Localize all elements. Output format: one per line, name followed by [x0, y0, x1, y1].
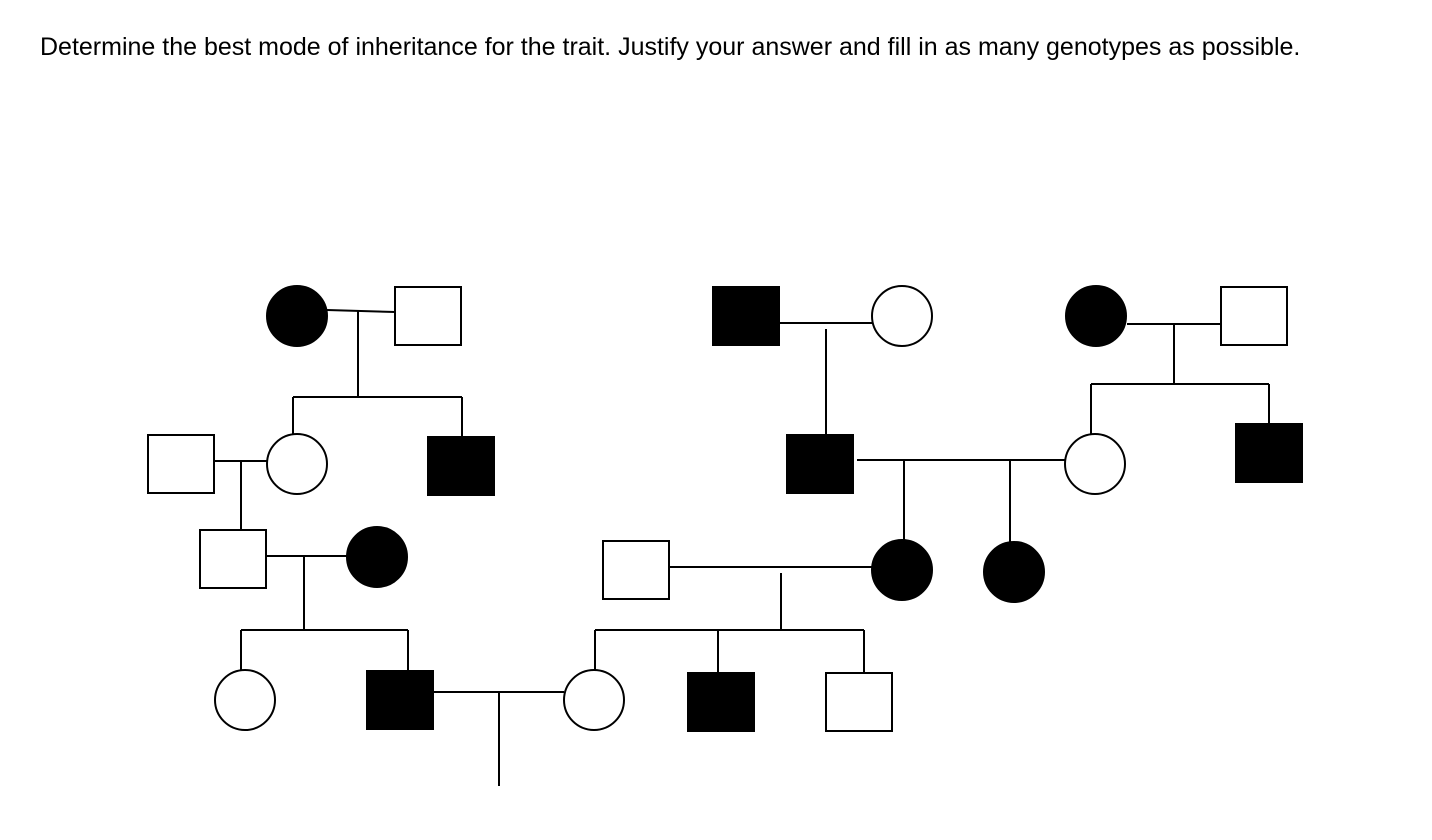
f4-daughter-1-affected-female-symbol	[871, 539, 933, 601]
f3-father-unaffected-male-symbol	[1220, 286, 1288, 346]
f2-grandfather-affected-male-symbol	[712, 286, 780, 346]
f1-great-grandson-affected-male-symbol	[366, 670, 434, 730]
f3-son-affected-male-symbol	[1235, 423, 1303, 483]
f3-mother-affected-female-symbol	[1065, 285, 1127, 347]
question-text: Determine the best mode of inheritance f…	[40, 33, 1301, 61]
pedigree-symbols	[147, 285, 1303, 732]
f1-father-unaffected-male-symbol	[394, 286, 462, 346]
f2-son-affected-male-symbol	[786, 434, 854, 494]
f1-grandson-unaffected-male-symbol	[199, 529, 267, 589]
f5-daughter-unaffected-female-symbol	[563, 669, 625, 731]
f1-mother-affected-female-symbol	[266, 285, 328, 347]
f5-husband-unaffected-male-symbol	[602, 540, 670, 600]
pedigree-line-0	[326, 309, 396, 313]
f5-son-unaffected-unaffected-male-symbol	[825, 672, 893, 732]
f2-grandmother-unaffected-female-symbol	[871, 285, 933, 347]
f4-daughter-2-affected-female-symbol	[983, 541, 1045, 603]
f1-son-affected-male-symbol	[427, 436, 495, 496]
f3-daughter-unaffected-female-symbol	[1064, 433, 1126, 495]
pedigree-lines	[214, 309, 1270, 786]
f1-son-in-law-unaffected-male-symbol	[147, 434, 215, 494]
f5-son-affected-affected-male-symbol	[687, 672, 755, 732]
f1-great-granddaughter-unaffected-female-symbol	[214, 669, 276, 731]
f1-grandson-wife-affected-female-symbol	[346, 526, 408, 588]
f1-daughter-unaffected-female-symbol	[266, 433, 328, 495]
